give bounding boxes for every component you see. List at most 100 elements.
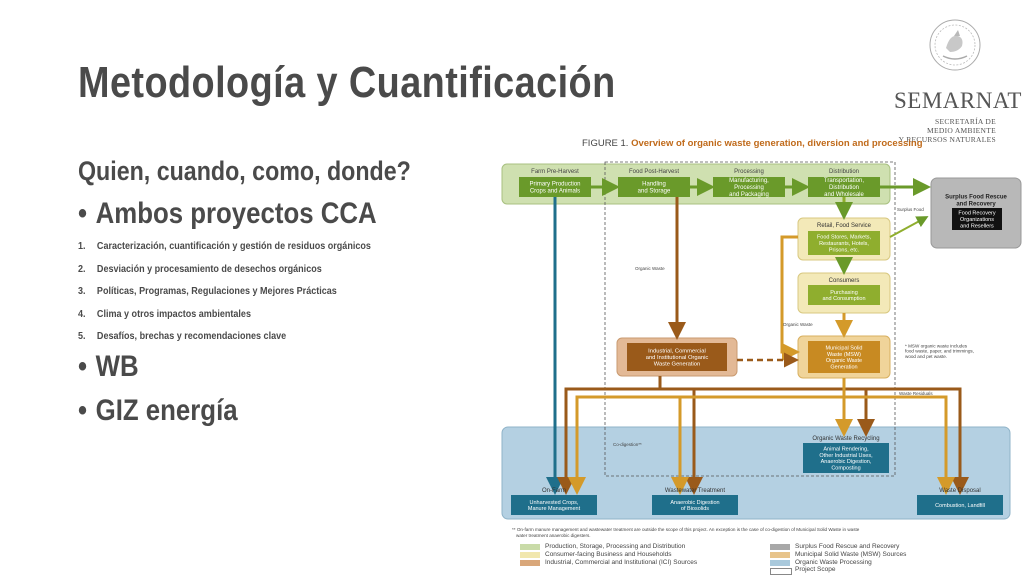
list-item: 2. Desviación y procesamiento de desechos…: [78, 263, 371, 286]
flow-arrow: [658, 376, 969, 495]
legend-swatch: [520, 552, 540, 558]
surplus-box: [952, 208, 1002, 230]
brand-name: SEMARNAT: [894, 88, 1022, 113]
organic-waste-label: Organic Waste: [635, 266, 665, 271]
bullet-dot: •: [78, 394, 88, 427]
list-number: 1.: [78, 240, 86, 252]
list-text: Desviación y procesamiento de desechos o…: [96, 262, 322, 275]
legend-swatch: [770, 544, 790, 550]
ici-box: [627, 343, 727, 371]
semarnat-logo: SEMARNAT SECRETARÍA DE MEDIO AMBIENTE Y …: [888, 14, 1021, 144]
legend-label: Industrial, Commercial and Institutional…: [545, 559, 698, 566]
stage-box: [519, 177, 591, 197]
stage-label: Food Post-Harvest: [629, 169, 679, 175]
figure-caption-title: Overview of organic waste generation, di…: [631, 138, 923, 149]
legend-swatch: [520, 560, 540, 566]
waste-flow-diagram: Farm Pre-Harvest Food Post-Harvest Proce…: [501, 161, 1022, 538]
project-scope-box: [604, 161, 896, 477]
box-label: Food Stores, Markets,Restaurants, Hotels…: [817, 235, 872, 254]
brand-sub-2: MEDIO AMBIENTE: [927, 126, 996, 135]
brand-sub-1: SECRETARÍA DE: [934, 117, 996, 126]
bullet-cca-text: Ambos proyectos CCA: [95, 197, 377, 230]
list-text: Clima y otros impactos ambientales: [96, 307, 251, 320]
mexico-seal-icon: [929, 19, 981, 71]
stage-box: [618, 177, 690, 197]
legend-swatch: [770, 568, 792, 575]
list-item: 1. Caracterización, cuantificación y gest…: [78, 240, 371, 263]
stage-box: [713, 177, 785, 197]
legend-swatch: [520, 544, 540, 550]
box-label: Animal Rendering,Other Industrial Uses,A…: [819, 446, 873, 471]
list-number: 5.: [78, 330, 86, 342]
stage-label: Distribution: [829, 169, 859, 175]
list-item: 3. Políticas, Programas, Regulaciones y M…: [78, 285, 371, 308]
bullet-giz: •GIZ energía: [78, 394, 238, 428]
question-heading: Quien, cuando, como, donde?: [78, 156, 411, 186]
box-label: Unharvested Crops,Manure Management: [528, 500, 581, 512]
wastewater-title: Wastewater Treatment: [665, 488, 725, 494]
list-number: 2.: [78, 262, 86, 275]
figure-caption: FIGURE 1. Overview of organic waste gene…: [582, 138, 923, 149]
list-number: 3.: [78, 285, 86, 297]
legend-swatch: [770, 552, 790, 558]
list-number: 4.: [78, 307, 86, 320]
consumers-box: [808, 285, 880, 305]
disposal-title: Waste Disposal: [939, 488, 980, 494]
legend-label: Surplus Food Rescue and Recovery: [795, 543, 900, 550]
figure-caption-prefix: FIGURE 1.: [582, 138, 629, 149]
bullet-giz-text: GIZ energía: [95, 394, 238, 427]
box-label: Combustion, Landfill: [935, 503, 985, 509]
retail-title: Retail, Food Service: [817, 223, 872, 229]
legend-label: Consumer-facing Business and Households: [545, 551, 672, 558]
slide-title: Metodología y Cuantificación: [78, 58, 616, 107]
retail-box: [808, 231, 880, 255]
legend-swatch: [770, 560, 790, 566]
legend-label: Municipal Solid Waste (MSW) Sources: [795, 551, 907, 558]
bullet-cca: •Ambos proyectos CCA: [78, 197, 377, 231]
onfarm-box: [511, 495, 597, 515]
flow-arrow: [557, 387, 660, 495]
stage-label: Farm Pre-Harvest: [531, 169, 579, 175]
recycling-title: Organic Waste Recycling: [812, 436, 879, 442]
stage-label: Processing: [734, 169, 764, 175]
bullet-dot: •: [78, 350, 88, 383]
organic-waste-label: Organic Waste: [783, 322, 813, 327]
flow-arrow: [780, 235, 800, 361]
recycling-box: [803, 443, 889, 473]
bullet-wb-text: WB: [95, 350, 139, 383]
list-item: 4. Clima y otros impactos ambientales: [78, 308, 371, 331]
disposal-box: [917, 495, 1003, 515]
footnote: ** On-farm manure management and wastewa…: [512, 527, 860, 532]
bullet-wb: •WB: [78, 350, 139, 384]
list-text: Caracterización, cuantificación y gestió…: [96, 240, 371, 252]
codigestion-label: Co-digestion**: [613, 442, 642, 447]
consumers-title: Consumers: [829, 278, 860, 284]
legend-label: Project Scope: [795, 566, 836, 573]
numbered-list: 1. Caracterización, cuantificación y gest…: [78, 240, 419, 353]
flow-arrow: [844, 395, 955, 495]
list-text: Políticas, Programas, Regulaciones y Mej…: [96, 285, 337, 297]
legend-label: Organic Waste Processing: [795, 559, 872, 566]
list-text: Desafíos, brechas y recomendaciones clav…: [96, 330, 287, 342]
footnote: water treatment anaerobic digesters.: [516, 533, 591, 538]
bullet-dot: •: [78, 197, 88, 230]
waste-residuals-label: Waste Residuals: [899, 391, 933, 396]
msw-box: [808, 341, 880, 373]
onfarm-title: On-Farm: [542, 488, 566, 494]
list-item: 5. Desafíos, brechas y recomendaciones cl…: [78, 330, 371, 353]
legend-label: Production, Storage, Processing and Dist…: [545, 543, 686, 550]
flow-arrow: [889, 216, 929, 238]
flow-arrow: [568, 378, 846, 495]
stage-box: [808, 177, 880, 197]
